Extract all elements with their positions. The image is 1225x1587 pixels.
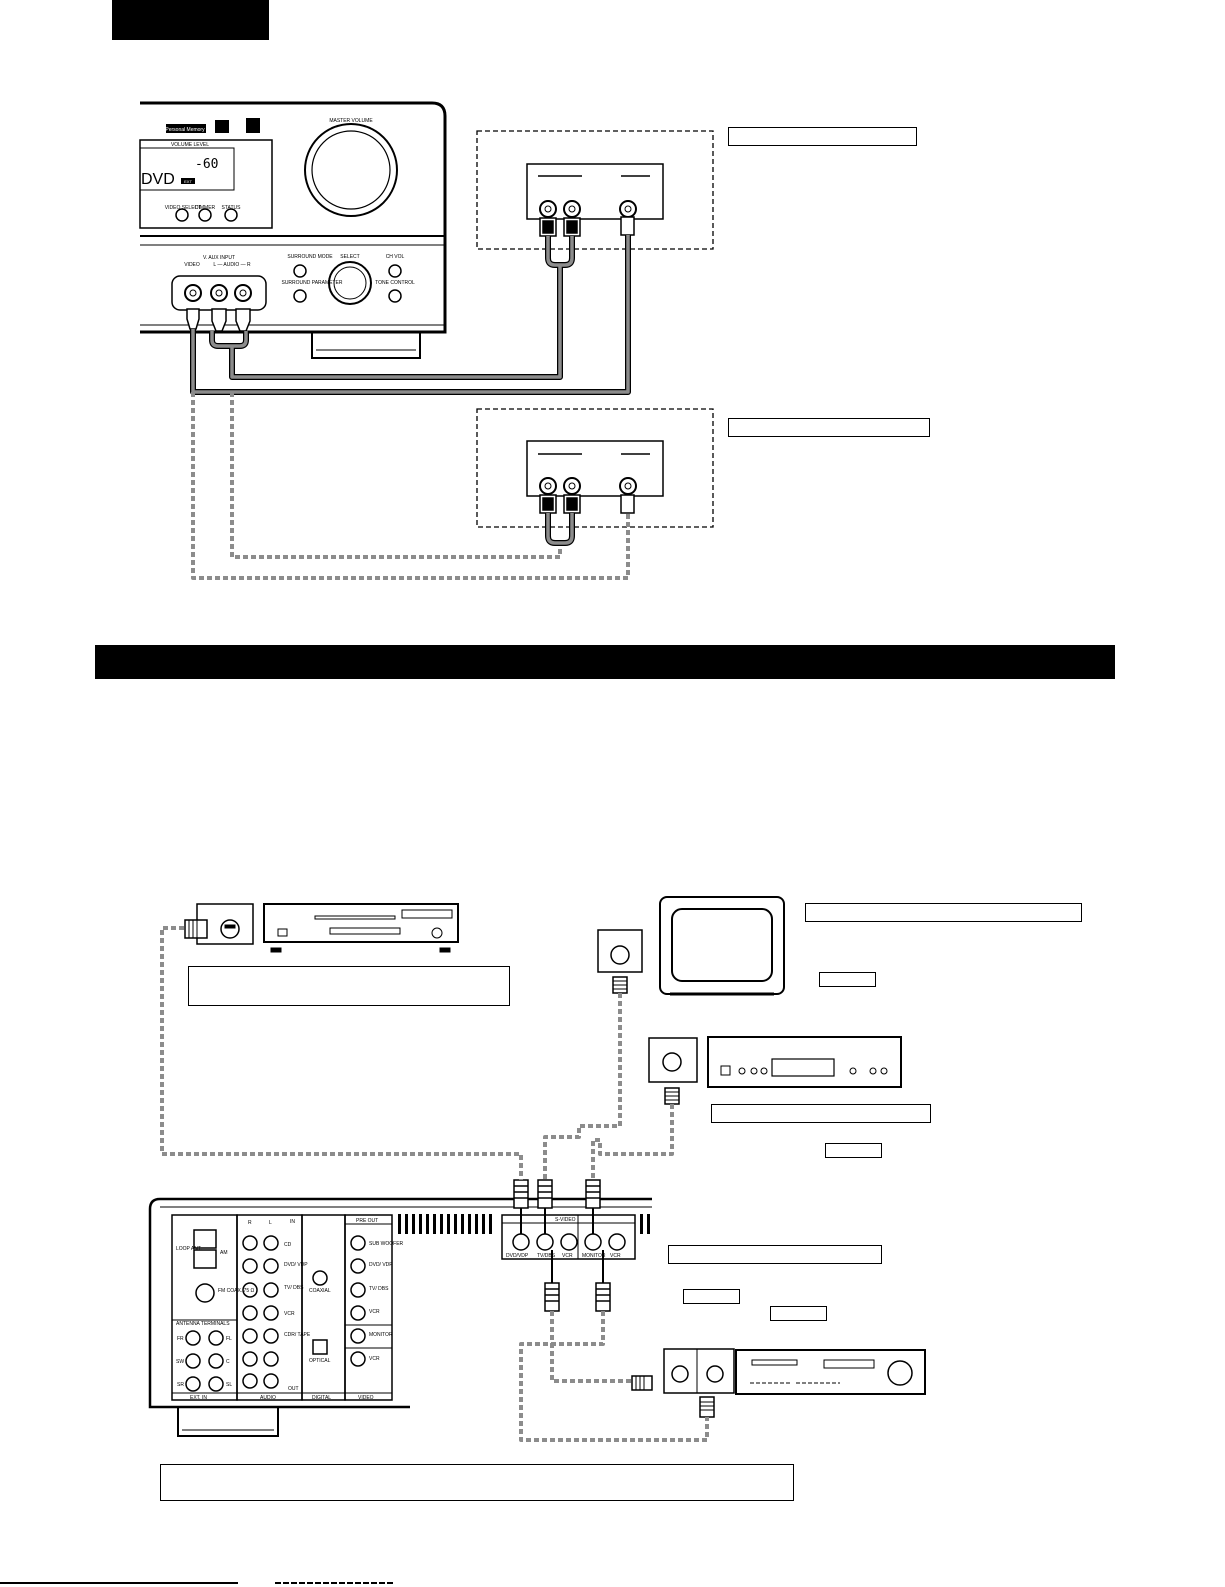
cdr-tape-label: CDR/ TAPE — [284, 1332, 311, 1338]
dimmer-text: DIMMER — [195, 205, 216, 211]
device-1-dashed-box — [476, 130, 714, 250]
bottom-dashed-cables — [160, 926, 709, 1442]
s-monitor-label: MONITOR — [582, 1253, 606, 1259]
dolby-logo — [215, 120, 229, 133]
display-badge — [181, 178, 195, 184]
video-select-text: VIDEO SELECT — [165, 205, 201, 211]
s-vcr-out-label: VCR — [610, 1253, 621, 1259]
device-2-panel — [526, 440, 664, 497]
vcr-video-out-label: VCR — [369, 1356, 380, 1362]
tv-dbs-video-label: TV/ DBS — [369, 1286, 389, 1292]
device-1-panel — [526, 163, 664, 220]
personal-memory-text: Personal Memory — [165, 127, 205, 133]
dvd-caption-box — [188, 966, 510, 1006]
top-device-label-box-1 — [728, 127, 917, 146]
dvd-vdp-label: DVD/ VDP — [284, 1262, 308, 1268]
fr-label: FR — [177, 1336, 184, 1342]
display-volume-text: -60 — [195, 157, 218, 172]
dvd-player — [184, 903, 459, 953]
surround-mode-text: SURROUND MODE — [287, 254, 333, 260]
fl-label: FL — [226, 1336, 232, 1342]
surround-parameter-text: SURROUND PARAMETER — [281, 280, 342, 286]
dashed-cable-junction-2 — [545, 513, 575, 546]
solid-cables-inner — [191, 235, 630, 394]
rear-panel-vents — [398, 1214, 650, 1234]
monitor-video-label: MONITOR — [369, 1332, 393, 1338]
display-badge-text: EXT — [184, 179, 192, 184]
antenna-terminals-label: ANTENNA TERMINALS — [176, 1321, 230, 1327]
digital-label: DIGITAL — [312, 1395, 331, 1401]
monitor-sub-box — [819, 972, 876, 987]
device-2-plugs — [539, 494, 635, 514]
vcr-video-label: VCR — [369, 1309, 380, 1315]
pre-out-label: PRE OUT — [356, 1218, 378, 1224]
loop-ant-label: LOOP ANT. — [176, 1246, 202, 1252]
status-text: STATUS — [222, 205, 242, 211]
in-label: IN — [290, 1219, 295, 1225]
v-aux-input-text: V. AUX INPUT — [203, 255, 235, 261]
language-tab — [112, 0, 269, 40]
cd-label: CD — [284, 1242, 292, 1248]
master-volume-text: MASTER VOLUME — [329, 118, 373, 124]
tv-dbs-label: TV/ DBS — [284, 1285, 304, 1291]
monitor-tv — [597, 896, 785, 996]
out-audio-label: OUT — [288, 1386, 299, 1392]
device-1-plugs — [539, 216, 635, 237]
personal-memory-logo — [166, 124, 206, 133]
vcr-audio-label: VCR — [284, 1311, 295, 1317]
r-label: R — [248, 1220, 252, 1226]
l-label: L — [269, 1220, 272, 1226]
video-jack-text: VIDEO — [184, 262, 200, 268]
vcr-sub-box-2 — [770, 1306, 827, 1321]
audio-label: AUDIO — [260, 1395, 276, 1401]
sl-label: SL — [226, 1382, 232, 1388]
note-caption-box — [160, 1464, 794, 1501]
device-2-dashed-box — [476, 408, 714, 528]
section-heading-bar — [95, 645, 1115, 679]
monitor-label-box — [805, 903, 1082, 922]
solid-cables — [190, 235, 631, 395]
tuner-sub-box — [825, 1143, 882, 1158]
s-dvd-vdp-label: DVD/VDP — [506, 1253, 529, 1259]
tuner-device — [648, 1036, 902, 1105]
rear-s-video-plugs — [513, 1179, 611, 1312]
front-plugs — [186, 308, 251, 332]
dts-logo — [246, 118, 260, 133]
volume-level-text: VOLUME LEVEL — [171, 142, 209, 148]
sw-label: SW — [176, 1359, 184, 1365]
dashed-cables — [191, 392, 630, 580]
optical-label: OPTICAL — [309, 1358, 331, 1364]
s-vcr-label: VCR — [562, 1253, 573, 1259]
vcr-device — [631, 1348, 926, 1418]
select-text: SELECT — [340, 254, 359, 260]
audio-lr-text: L — AUDIO — R — [213, 262, 251, 268]
rear-panel — [148, 1197, 652, 1437]
tuner-label-box — [711, 1104, 931, 1123]
ch-vol-text: CH VOL — [386, 254, 405, 260]
sub-woofer-label: SUB WOOFER — [369, 1241, 404, 1247]
ext-in-label: EXT. IN — [190, 1395, 207, 1401]
vcr-label-box — [668, 1245, 882, 1264]
vcr-sub-box-1 — [683, 1289, 740, 1304]
top-device-label-box-2 — [728, 418, 930, 437]
dvd-vdp-video-label: DVD/ VDP — [369, 1262, 393, 1268]
c-label: C — [226, 1359, 230, 1365]
am-label: AM — [220, 1250, 228, 1256]
sr-label: SR — [177, 1382, 184, 1388]
fm-coax-label: FM COAX. 75 Ω — [218, 1288, 255, 1294]
s-video-label: S-VIDEO — [555, 1217, 576, 1223]
tone-control-text: TONE CONTROL — [375, 280, 415, 286]
s-tv-dbs-label: TV/DBS — [537, 1253, 556, 1259]
display-source-text: DVD — [141, 171, 175, 188]
coaxial-label: COAXIAL — [309, 1288, 331, 1294]
video-label: VIDEO — [358, 1395, 374, 1401]
